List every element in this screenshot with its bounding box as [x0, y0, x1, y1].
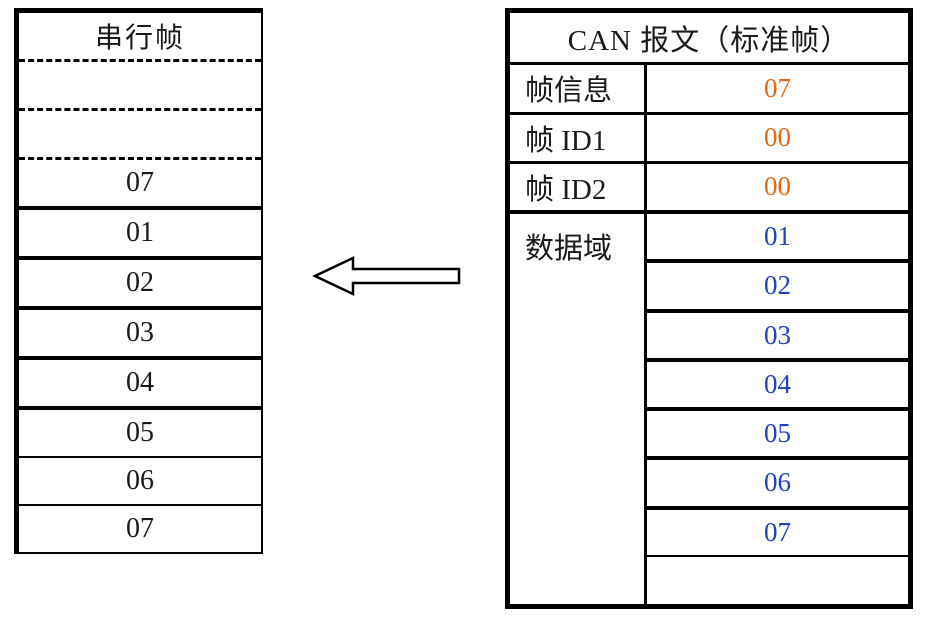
label-data-field: 数据域	[510, 210, 647, 604]
value-frame-id2: 00	[647, 160, 908, 210]
data-byte-06: 06	[647, 456, 908, 505]
data-byte-02: 02	[647, 259, 908, 308]
serial-frame-cell-01: 01	[19, 206, 261, 256]
label-frame-id1: 帧 ID1	[510, 111, 647, 161]
serial-frame-empty-row	[19, 108, 261, 157]
data-byte-04: 04	[647, 357, 908, 407]
serial-frame-title: 串行帧	[94, 23, 185, 54]
serial-frame-cell-05: 05	[19, 406, 261, 456]
can-message-table: CAN 报文（标准帧） 帧信息 07 帧 ID1 00 帧 ID2 00 数据域…	[505, 8, 913, 609]
serial-frame-cell-06: 06	[19, 456, 261, 504]
value-frame-info: 07	[647, 62, 908, 111]
left-arrow-icon	[311, 253, 463, 299]
data-byte-05: 05	[647, 407, 908, 456]
serial-frame-cell-07h: 07	[19, 157, 261, 206]
data-byte-empty	[647, 554, 908, 604]
serial-frame-cell-03: 03	[19, 306, 261, 356]
data-byte-01: 01	[647, 210, 908, 259]
serial-frame-cell-04: 04	[19, 356, 261, 406]
data-byte-03: 03	[647, 308, 908, 358]
serial-frame-empty-row	[19, 59, 261, 108]
label-frame-id2: 帧 ID2	[510, 160, 647, 210]
can-table-title: CAN 报文（标准帧）	[567, 24, 851, 57]
label-frame-info: 帧信息	[510, 62, 647, 112]
serial-frame-table: 串行帧 07 01 02 03 04 05 06 07	[14, 8, 263, 554]
value-frame-id1: 00	[647, 111, 908, 161]
serial-frame-cell-02: 02	[19, 256, 261, 306]
data-byte-07: 07	[647, 505, 908, 555]
serial-frame-cell-07: 07	[19, 504, 261, 552]
